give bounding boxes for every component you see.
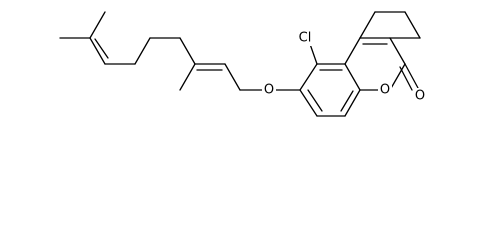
bond-c4b-carbonyl: [389, 37, 406, 65]
bond-ar6-ar1: [299, 89, 318, 117]
aromatic-ring: [299, 63, 361, 117]
bond-cy1: [359, 11, 376, 39]
bond-carbonyl-ring-oxygen: [389, 63, 406, 91]
bond-carbonyl-oxygen-inner: [399, 66, 413, 91]
bond-c7-c8: [224, 63, 241, 91]
bond-c1-methyl-top: [89, 11, 106, 39]
bond-c6-methyl: [179, 63, 196, 91]
cyclohexene-ring: [359, 11, 421, 39]
ring-oxygen-label: O: [380, 83, 390, 98]
bond-c3-c4: [134, 37, 151, 65]
ether-oxygen-label: O: [264, 83, 274, 98]
chlorine-atom-label: Cl: [299, 31, 312, 46]
bond-ar4-ar5: [344, 89, 361, 117]
bond-ar2-cl: [309, 43, 318, 65]
bond-c5-c6: [179, 37, 196, 65]
bond-ar1-ar2: [299, 63, 318, 91]
geranyl-chain: [59, 11, 263, 91]
bond-carbonyl-oxygen: [404, 63, 419, 89]
bond-ar3-ar4: [344, 63, 361, 91]
bond-c1-c2-double-inner: [94, 38, 109, 59]
bond-ar4-ar5-inner: [340, 90, 354, 112]
chemical-structure-diagram: Cl O O O: [59, 11, 427, 117]
ring-substituents: [275, 43, 318, 91]
lactone-ring: [344, 37, 419, 91]
carbonyl-oxygen-label: O: [415, 89, 425, 104]
bond-ar6-ar1-inner: [307, 89, 323, 112]
bond-c1-c2-double: [89, 37, 106, 65]
bond-ar3-c4a: [344, 37, 361, 65]
atom-labels: Cl O O O: [262, 30, 427, 104]
bond-cy3: [404, 11, 421, 39]
